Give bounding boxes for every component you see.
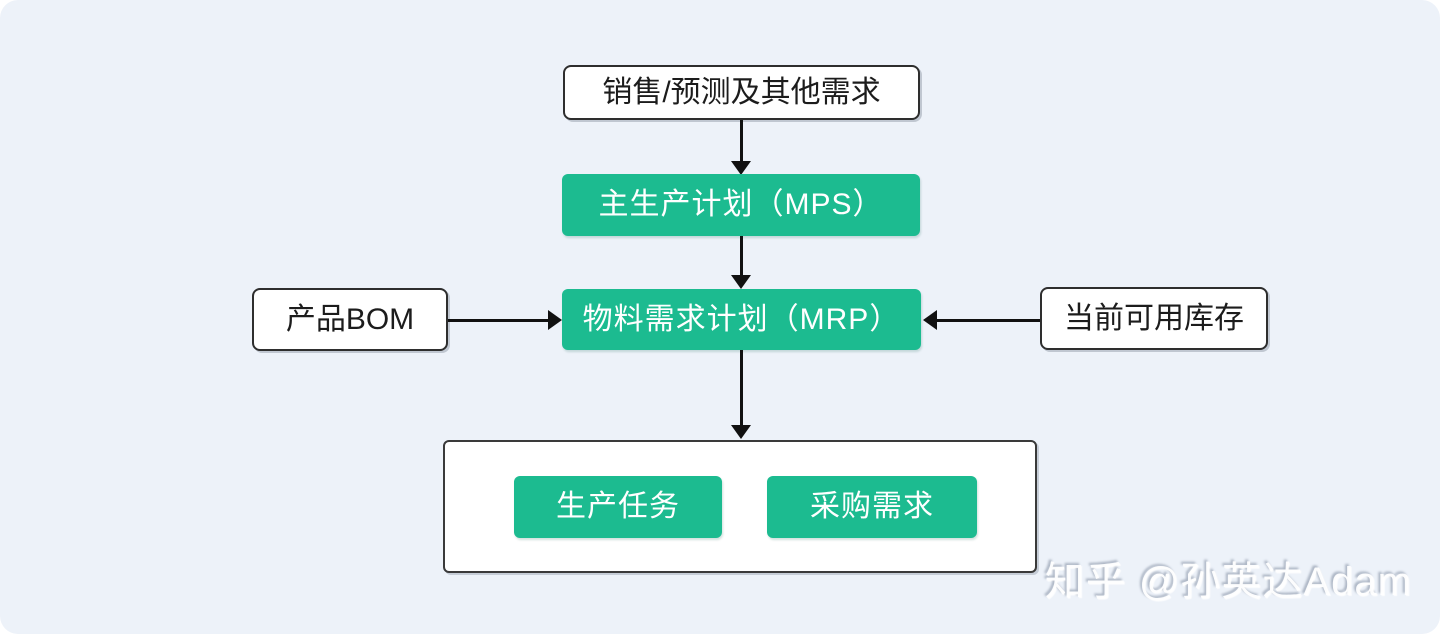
arrow-demand-to-mps — [731, 120, 751, 175]
arrow-line — [739, 236, 743, 277]
node-available-inventory: 当前可用库存 — [1040, 287, 1268, 350]
arrow-right-icon — [548, 310, 562, 330]
arrow-down-icon — [731, 275, 751, 289]
node-purchase-label: 采购需求 — [810, 490, 934, 523]
zhihu-watermark: 知乎 @孙英达Adam — [1044, 560, 1412, 604]
node-purchase-demand: 采购需求 — [767, 476, 977, 538]
arrow-line — [936, 318, 1040, 322]
node-production-label: 生产任务 — [556, 490, 680, 523]
node-mps-label: 主生产计划（MPS） — [598, 188, 884, 221]
node-material-requirements-planning: 物料需求计划（MRP） — [562, 289, 921, 350]
node-inventory-label: 当前可用库存 — [1064, 301, 1244, 335]
node-product-bom: 产品BOM — [252, 288, 448, 351]
arrow-line — [739, 350, 743, 427]
node-production-tasks: 生产任务 — [514, 476, 722, 538]
arrow-left-icon — [923, 310, 937, 330]
arrow-inventory-to-mrp — [923, 310, 1040, 330]
arrow-mps-to-mrp — [731, 236, 751, 289]
arrow-down-icon — [731, 161, 751, 175]
arrow-bom-to-mrp — [448, 310, 562, 330]
node-sales-forecast-demand: 销售/预测及其他需求 — [563, 65, 920, 120]
arrow-line — [448, 318, 549, 322]
arrow-mrp-to-outputs — [731, 350, 751, 439]
outputs-group-container: 生产任务 采购需求 — [443, 440, 1037, 573]
node-mrp-label: 物料需求计划（MRP） — [582, 302, 901, 336]
node-master-production-schedule: 主生产计划（MPS） — [562, 174, 920, 236]
node-sales-forecast-demand-label: 销售/预测及其他需求 — [602, 75, 881, 109]
node-bom-label: 产品BOM — [285, 302, 415, 336]
arrow-line — [739, 120, 743, 163]
arrow-down-icon — [731, 425, 751, 439]
